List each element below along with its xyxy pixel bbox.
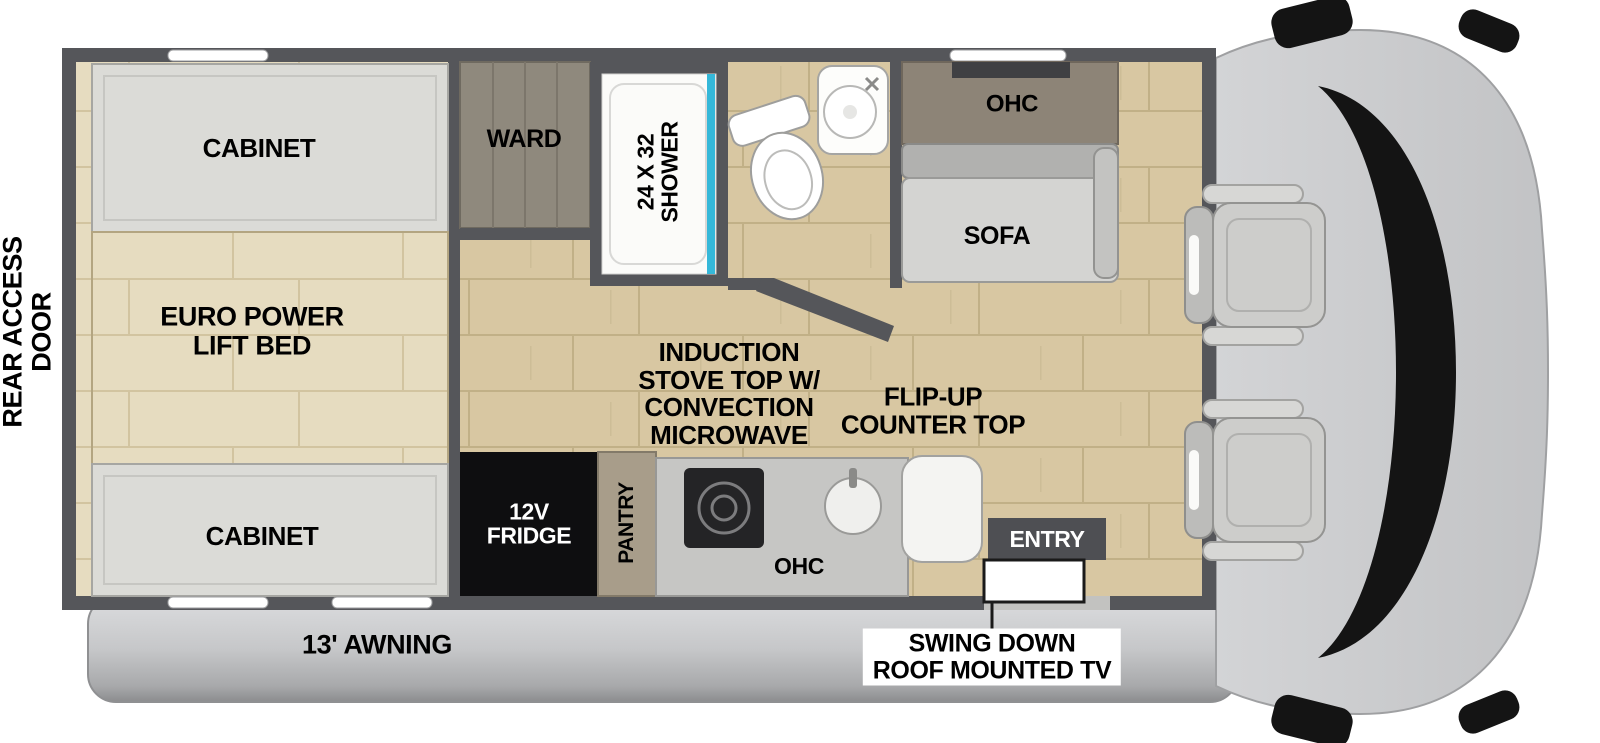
bedroom bbox=[76, 48, 460, 610]
bathroom bbox=[727, 48, 902, 342]
entry-step bbox=[988, 518, 1106, 560]
vehicle-cab bbox=[1215, 0, 1550, 743]
shower-stall bbox=[590, 62, 728, 286]
cabinet-bottom bbox=[91, 463, 449, 597]
euro-lift-bed bbox=[91, 231, 449, 465]
bath-sink-icon bbox=[817, 65, 889, 155]
induction-stove-icon bbox=[684, 468, 764, 548]
sofa-icon bbox=[901, 143, 1119, 283]
kitchen bbox=[460, 451, 1110, 634]
flip-up-counter bbox=[901, 455, 983, 563]
side-mirrors-icon bbox=[1271, 0, 1520, 743]
wardrobe bbox=[459, 61, 591, 240]
toilet-icon bbox=[727, 94, 824, 221]
window-slits bbox=[167, 49, 1067, 609]
cab-seat-top-icon bbox=[1184, 184, 1326, 346]
cabinet-top bbox=[91, 63, 449, 233]
awning-roll bbox=[87, 595, 1239, 703]
fridge-12v bbox=[460, 452, 598, 596]
shower-glass bbox=[707, 74, 715, 274]
swing-down-tv-icon bbox=[982, 558, 1086, 634]
windshield bbox=[1318, 86, 1456, 658]
cab-seat-bottom-icon bbox=[1184, 399, 1326, 561]
kitchen-sink-icon bbox=[824, 468, 882, 535]
living-area bbox=[901, 61, 1119, 283]
pantry-cabinet bbox=[597, 451, 657, 597]
